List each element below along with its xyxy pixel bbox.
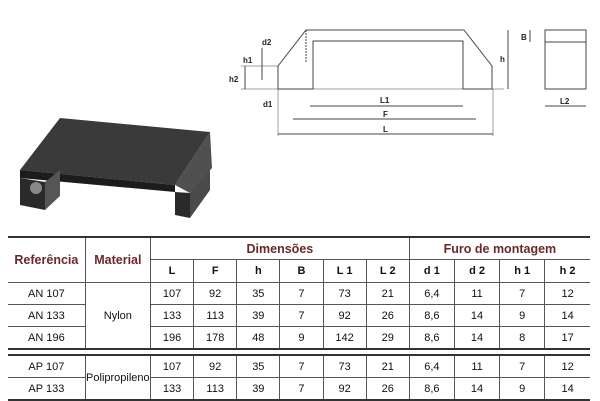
value-cell: 14 — [453, 326, 500, 350]
reference-cell: AN 196 — [8, 326, 86, 350]
value-cell: 29 — [365, 326, 410, 350]
value-cell: 21 — [365, 355, 410, 378]
value-cell: 7 — [279, 304, 324, 327]
value-cell: 26 — [365, 304, 410, 327]
value-cell: 107 — [149, 282, 194, 305]
group-separator — [8, 349, 590, 356]
value-cell: 92 — [322, 304, 367, 327]
value-cell: 7 — [279, 377, 324, 401]
header-dimensions: Dimensões — [149, 236, 410, 260]
value-cell: 21 — [365, 282, 410, 305]
value-cell: 35 — [236, 355, 280, 378]
label-h: h — [500, 55, 505, 64]
handle-3d-render — [20, 118, 212, 218]
value-cell: 14 — [453, 304, 500, 327]
label-B: B — [521, 33, 527, 42]
technical-drawing: d2 h1 h2 d1 L1 F L h B L2 — [20, 29, 587, 218]
column-header: F — [193, 259, 237, 283]
value-cell: 9 — [499, 304, 545, 327]
value-cell: 142 — [322, 326, 367, 350]
label-L2: L2 — [560, 97, 570, 106]
value-cell: 6,4 — [408, 355, 455, 378]
value-cell: 92 — [322, 377, 367, 401]
value-cell: 73 — [322, 282, 367, 305]
value-cell: 7 — [499, 355, 545, 378]
column-header: B — [279, 259, 324, 283]
column-header: L 2 — [365, 259, 410, 283]
column-header: L — [149, 259, 194, 283]
value-cell: 9 — [279, 326, 324, 350]
value-cell: 11 — [453, 282, 500, 305]
value-cell: 11 — [453, 355, 500, 378]
value-cell: 8,6 — [408, 377, 455, 401]
value-cell: 8,6 — [408, 304, 455, 327]
value-cell: 35 — [236, 282, 280, 305]
value-cell: 8 — [499, 326, 545, 350]
material-cell: Nylon — [84, 282, 151, 350]
value-cell: 73 — [322, 355, 367, 378]
reference-cell: AN 133 — [8, 304, 86, 327]
header-material: Material — [84, 236, 151, 283]
front-view — [241, 29, 587, 136]
value-cell: 113 — [193, 304, 237, 327]
column-header: d 1 — [408, 259, 455, 283]
reference-cell: AP 133 — [8, 377, 86, 401]
value-cell: 133 — [149, 377, 194, 401]
specifications-table: Referência Material Dimensões Furo de mo… — [8, 236, 590, 401]
label-h2: h2 — [229, 75, 239, 84]
column-header: L 1 — [322, 259, 367, 283]
value-cell: 9 — [499, 377, 545, 401]
value-cell: 7 — [499, 282, 545, 305]
material-cell: Polipropileno — [84, 355, 151, 401]
reference-cell: AP 107 — [8, 355, 86, 378]
value-cell: 14 — [544, 377, 590, 401]
value-cell: 92 — [193, 282, 237, 305]
header-mounting-hole: Furo de montagem — [408, 236, 590, 260]
value-cell: 12 — [544, 355, 590, 378]
reference-cell: AN 107 — [8, 282, 86, 305]
label-h1: h1 — [243, 56, 253, 65]
value-cell: 12 — [544, 282, 590, 305]
value-cell: 7 — [279, 282, 324, 305]
value-cell: 178 — [193, 326, 237, 350]
value-cell: 196 — [149, 326, 194, 350]
column-header: h 1 — [499, 259, 545, 283]
header-reference: Referência — [8, 236, 86, 283]
value-cell: 14 — [453, 377, 500, 401]
value-cell: 7 — [279, 355, 324, 378]
value-cell: 113 — [193, 377, 237, 401]
value-cell: 48 — [236, 326, 280, 350]
column-header: h — [236, 259, 280, 283]
value-cell: 133 — [149, 304, 194, 327]
label-d2: d2 — [262, 38, 272, 47]
value-cell: 107 — [149, 355, 194, 378]
value-cell: 92 — [193, 355, 237, 378]
label-F: F — [383, 110, 388, 119]
label-L1: L1 — [380, 96, 390, 105]
label-d1: d1 — [263, 100, 273, 109]
value-cell: 39 — [236, 304, 280, 327]
value-cell: 6,4 — [408, 282, 455, 305]
value-cell: 39 — [236, 377, 280, 401]
value-cell: 8,6 — [408, 326, 455, 350]
column-header: h 2 — [544, 259, 590, 283]
column-header: d 2 — [453, 259, 500, 283]
value-cell: 26 — [365, 377, 410, 401]
label-L: L — [383, 125, 388, 134]
value-cell: 17 — [544, 326, 590, 350]
value-cell: 14 — [544, 304, 590, 327]
